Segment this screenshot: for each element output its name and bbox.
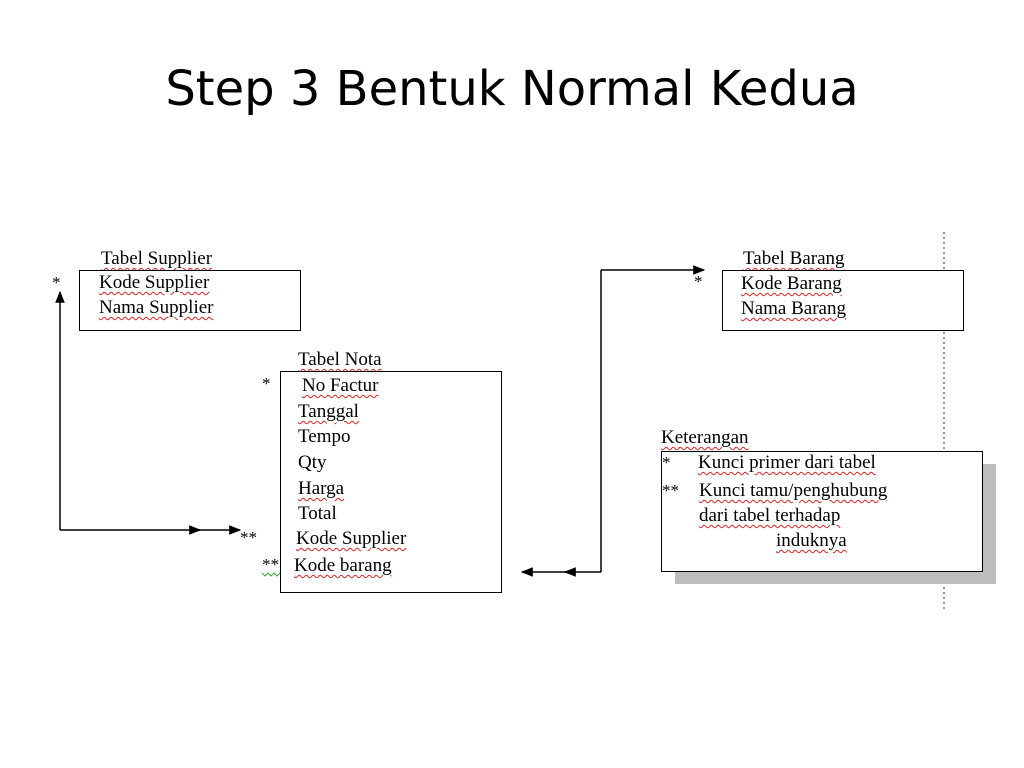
nota-field-kode-supplier: Kode Supplier [296, 528, 407, 549]
nota-field-tempo: Tempo [298, 426, 351, 447]
nota-field-kode-barang: Kode barang [294, 555, 392, 576]
nota-pk-marker: * [262, 374, 271, 393]
keterangan-line-3: dari tabel terhadap [699, 505, 841, 526]
nota-field-tanggal: Tanggal [298, 401, 359, 422]
keterangan-line-1: Kunci primer dari tabel [698, 452, 876, 473]
supplier-connector [55, 290, 242, 535]
supplier-field-kode: Kode Supplier [99, 272, 210, 293]
nota-field-total: Total [298, 503, 337, 524]
supplier-pk-marker: * [52, 273, 61, 292]
nota-fk-marker-supplier: ** [240, 528, 257, 547]
nota-field-qty: Qty [298, 452, 327, 473]
keterangan-star-double: ** [662, 481, 679, 500]
nota-fk-marker-barang: ** [262, 555, 279, 574]
keterangan-box [661, 451, 983, 572]
barang-pk-marker: * [694, 272, 703, 291]
nota-field-harga: Harga [298, 478, 345, 499]
supplier-field-nama: Nama Supplier [99, 297, 214, 318]
keterangan-star-single: * [662, 453, 671, 472]
barang-connector [520, 265, 706, 577]
barang-table-header: Tabel Barang [743, 248, 845, 269]
keterangan-header: Keterangan [661, 427, 749, 448]
supplier-table-header: Tabel Supplier [101, 248, 213, 269]
keterangan-line-2: Kunci tamu/penghubung [699, 480, 888, 501]
barang-table-box [722, 270, 964, 331]
barang-field-nama: Nama Barang [741, 298, 846, 319]
nota-field-no-factur: No Factur [302, 375, 379, 396]
green-squiggle [261, 572, 284, 577]
slide-title: Step 3 Bentuk Normal Kedua [165, 61, 859, 117]
nota-table-box [280, 371, 502, 593]
keterangan-line-4: induknya [776, 530, 847, 551]
barang-field-kode: Kode Barang [741, 273, 842, 294]
nota-table-header: Tabel Nota [298, 349, 382, 370]
supplier-table-box [79, 270, 301, 331]
